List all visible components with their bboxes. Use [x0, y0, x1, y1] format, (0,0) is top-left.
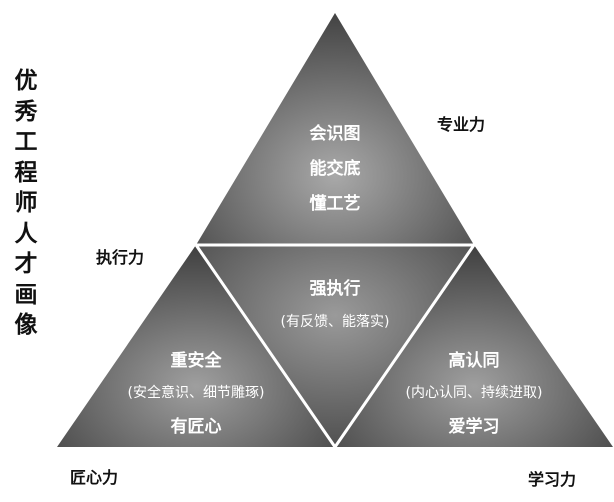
label-craftsmanship-power: 匠心力: [70, 468, 119, 487]
center-title: 强执行: [310, 278, 361, 299]
top-triangle: [196, 13, 474, 245]
vertical-title-char: 师: [14, 190, 38, 216]
right-title: 高认同: [449, 350, 500, 371]
vertical-title-char: 程: [14, 159, 38, 186]
right-triangle: [335, 245, 613, 447]
left-triangle: [57, 245, 335, 447]
vertical-title-char: 才: [14, 251, 38, 277]
divider-line: [194, 243, 476, 449]
left-footer: 有匠心: [171, 416, 222, 437]
left-title: 重安全: [171, 350, 223, 371]
label-learning-power: 学习力: [528, 470, 577, 489]
vertical-title: 优秀工程师人才画像: [6, 66, 46, 341]
label-professional-power: 专业力: [437, 115, 486, 134]
right-subtitle: (内心认同、持续进取): [406, 384, 543, 401]
top-line-3: 懂工艺: [310, 193, 361, 214]
vertical-title-char: 像: [14, 312, 38, 338]
vertical-title-char: 人: [14, 220, 38, 247]
left-subtitle: (安全意识、细节雕琢): [128, 384, 265, 401]
right-footer: 爱学习: [449, 416, 500, 437]
center-triangle: [196, 245, 474, 447]
center-subtitle: (有反馈、能落实): [281, 314, 390, 330]
top-line-1: 会识图: [310, 123, 361, 144]
top-line-2: 能交底: [310, 158, 361, 179]
vertical-title-char: 优: [14, 68, 38, 94]
vertical-title-char: 秀: [14, 98, 38, 125]
label-execution-power: 执行力: [96, 248, 145, 267]
vertical-title-char: 画: [14, 281, 38, 308]
vertical-title-char: 工: [14, 129, 38, 155]
